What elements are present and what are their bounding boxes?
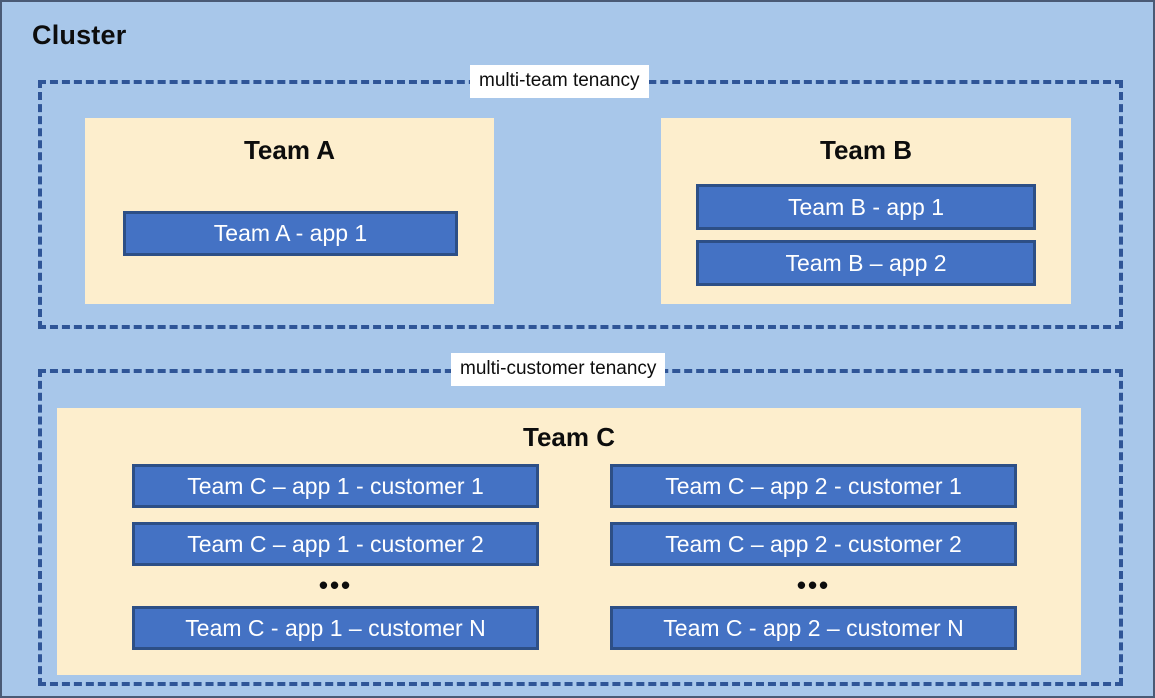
app-box-team-c-app-2-customer-1[interactable]: Team C – app 2 - customer 1 <box>610 464 1017 508</box>
team-c-title: Team C <box>523 422 615 452</box>
team-a-title: Team A <box>243 135 336 165</box>
app-box-team-a-app-1[interactable]: Team A - app 1 <box>123 211 458 256</box>
zone-label-multi-team-tenancy: multi-team tenancy <box>470 65 649 98</box>
app-box-team-c-app-1-customer-2[interactable]: Team C – app 1 - customer 2 <box>132 522 539 566</box>
team-c-app-2-column: Team C – app 2 - customer 1 Team C – app… <box>610 464 1017 664</box>
app-box-team-c-app-1-customer-n[interactable]: Team C - app 1 – customer N <box>132 606 539 650</box>
team-panel-c: Team C Team C – app 1 - customer 1 Team … <box>57 408 1081 675</box>
cluster-title: Cluster <box>32 20 127 50</box>
team-c-app-2-ellipsis: ••• <box>796 570 831 600</box>
zone-label-multi-customer-tenancy: multi-customer tenancy <box>451 353 666 386</box>
team-b-title: Team B <box>820 135 912 165</box>
app-box-team-c-app-2-customer-n[interactable]: Team C - app 2 – customer N <box>610 606 1017 650</box>
team-c-app-1-column: Team C – app 1 - customer 1 Team C – app… <box>132 464 539 664</box>
team-panel-a: Team A Team A - app 1 <box>85 118 494 304</box>
team-panel-b: Team B Team B - app 1 Team B – app 2 <box>661 118 1071 304</box>
team-c-app-1-ellipsis: ••• <box>318 570 353 600</box>
app-box-team-c-app-2-customer-2[interactable]: Team C – app 2 - customer 2 <box>610 522 1017 566</box>
app-box-team-b-app-2[interactable]: Team B – app 2 <box>696 240 1036 286</box>
app-box-team-b-app-1[interactable]: Team B - app 1 <box>696 184 1036 230</box>
app-box-team-c-app-1-customer-1[interactable]: Team C – app 1 - customer 1 <box>132 464 539 508</box>
